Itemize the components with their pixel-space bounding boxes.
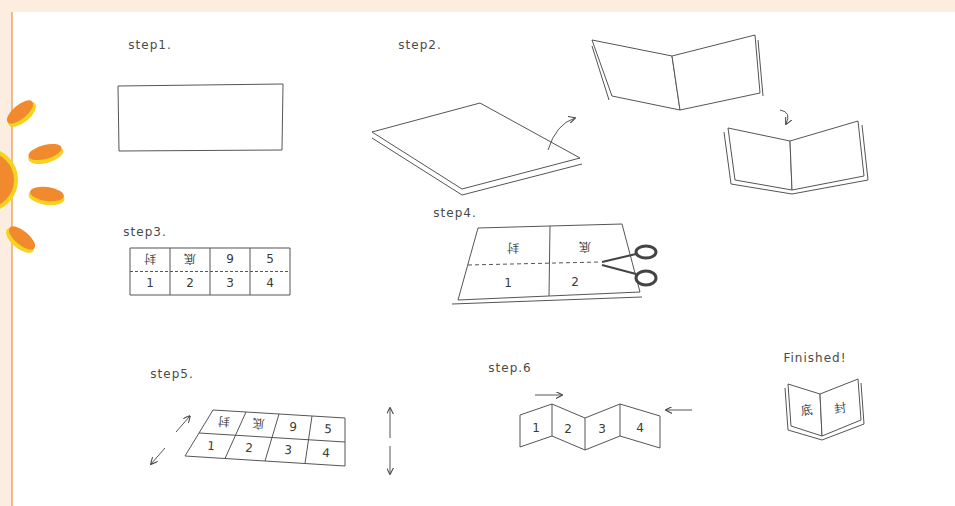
page-label: 5 [324,423,332,436]
page-label: 2 [245,442,253,455]
booklet-left [592,40,680,110]
fold-line [549,226,550,296]
book-left [788,384,822,436]
page-label: 封 [218,416,231,429]
white-panel [12,12,955,506]
page-label: 3 [598,423,606,435]
push-arrow [390,446,391,474]
drawing [118,35,868,474]
step-heading: step.6 [488,362,531,374]
booklet-right [672,35,760,110]
push-arrow [151,448,165,464]
scissor-handle [636,246,656,258]
accordion-pages [520,404,660,450]
ray-body [5,222,39,253]
ray-body [27,141,63,163]
cut-line [468,262,600,265]
sun-ray [2,222,40,258]
push-arrow [390,408,391,438]
sun-ray [28,185,66,208]
sun-ray [26,141,65,168]
page-label: 9 [226,253,234,265]
ray-shadow [2,223,38,257]
page-label: 底 [253,418,266,431]
page-label: 封 [144,253,156,265]
panel-edge [11,12,13,506]
sun-decoration [0,96,66,258]
page-label: 9 [289,421,297,434]
page-label: 1 [207,440,215,453]
grid-line [199,433,345,442]
scissor-handle [636,271,656,285]
page-label: 4 [636,422,644,434]
scissors [602,246,656,285]
page-label: 4 [266,277,274,289]
paper-grid [130,248,290,295]
scissor-blade [602,265,636,274]
folded-sheet [372,103,580,189]
page-label: 4 [322,447,330,460]
step-heading: step1. [128,39,171,51]
book-back [724,125,868,194]
paper-grid [185,410,345,466]
page-label: 底 [579,241,591,253]
page-label: 1 [504,277,512,289]
ray-body [3,96,37,127]
ray-shadow [4,97,40,131]
paper-sheet [118,84,283,151]
book-left [728,128,792,190]
step-heading: step3. [123,226,166,238]
page-label: 2 [186,277,194,289]
page-label: 封 [833,401,847,415]
book-back [785,383,864,440]
page-label: 底 [184,253,196,265]
page-label: 2 [571,276,579,288]
step-heading: Finished! [784,352,847,364]
book-right [790,121,864,190]
scissor-blade [602,254,636,262]
page-label: 封 [507,242,519,254]
push-arrow [666,410,692,411]
step-heading: step2. [398,39,441,51]
push-arrow [176,416,190,432]
fold-edge [758,40,763,96]
sun-disc [0,150,16,210]
curved-arrow [780,110,788,124]
step-heading: step5. [150,368,193,380]
sheet-under [372,138,582,195]
page-fold [552,404,620,450]
page-label: 2 [564,423,572,435]
page-label: 3 [226,277,234,289]
page-label: 底 [799,403,813,417]
grid-line [130,271,290,272]
curved-arrow [548,118,575,150]
page-label: 1 [532,422,540,434]
sun-ray [2,96,40,132]
step-heading: step4. [433,207,476,219]
push-arrow [535,395,562,396]
fold-edge [592,46,609,100]
page-label: 1 [146,277,154,289]
ray-body [29,185,65,204]
folded-paper [458,224,640,300]
page-label: 5 [266,253,274,265]
page-label: 3 [284,444,292,457]
